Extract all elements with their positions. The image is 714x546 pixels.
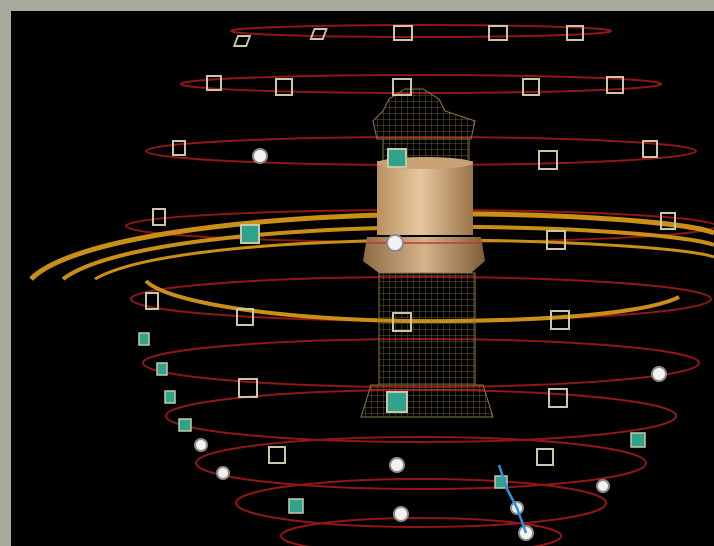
- ring-1: [230, 24, 612, 38]
- ring-9: [235, 478, 607, 528]
- active-camera-marker[interactable]: [630, 432, 646, 448]
- selection-path[interactable]: [497, 464, 528, 534]
- tower-foot-wire: [360, 384, 494, 418]
- light-bulb-icon[interactable]: [216, 466, 230, 480]
- camera-marker[interactable]: [275, 78, 293, 96]
- ring-8: [195, 436, 647, 490]
- light-points[interactable]: [194, 148, 667, 541]
- camera-marker[interactable]: [393, 25, 413, 41]
- camera-marker[interactable]: [392, 312, 412, 332]
- light-bulb-icon[interactable]: [393, 506, 409, 522]
- light-bulb-icon[interactable]: [389, 457, 405, 473]
- scene-canvas[interactable]: [11, 11, 714, 546]
- active-camera-marker[interactable]: [240, 224, 260, 244]
- camera-marker[interactable]: [660, 212, 676, 230]
- active-camera-marker[interactable]: [288, 498, 304, 514]
- light-bulb-icon[interactable]: [651, 366, 667, 382]
- light-bulb-icon[interactable]: [194, 438, 208, 452]
- camera-marker[interactable]: [566, 25, 584, 41]
- 3d-viewport[interactable]: [11, 11, 714, 546]
- camera-marker[interactable]: [152, 208, 166, 226]
- camera-marker[interactable]: [550, 310, 570, 330]
- light-bulb-icon[interactable]: [596, 479, 610, 493]
- camera-marker[interactable]: [172, 140, 186, 156]
- active-camera-marker[interactable]: [386, 391, 408, 413]
- camera-marker[interactable]: [546, 230, 566, 250]
- camera-marker[interactable]: [238, 378, 258, 398]
- camera-marker[interactable]: [606, 76, 624, 94]
- camera-marker[interactable]: [236, 308, 254, 326]
- tower-drum: [377, 161, 473, 235]
- camera-marker[interactable]: [145, 292, 159, 310]
- light-bulb-icon[interactable]: [386, 234, 404, 252]
- ring-10: [280, 517, 562, 546]
- tower-cupola: [372, 88, 476, 140]
- active-camera-marker[interactable]: [387, 148, 407, 168]
- camera-marker[interactable]: [392, 78, 412, 96]
- camera-marker[interactable]: [206, 75, 222, 91]
- camera-marker[interactable]: [488, 25, 508, 41]
- tower-shaft-wire: [378, 272, 476, 386]
- camera-marker[interactable]: [522, 78, 540, 96]
- camera-markers[interactable]: [145, 25, 676, 466]
- tower-model[interactable]: [360, 88, 494, 418]
- light-bulb-icon[interactable]: [252, 148, 268, 164]
- camera-marker[interactable]: [268, 446, 286, 464]
- camera-marker[interactable]: [548, 388, 568, 408]
- active-camera-markers[interactable]: [138, 148, 646, 514]
- camera-marker[interactable]: [536, 448, 554, 466]
- camera-marker[interactable]: [538, 150, 558, 170]
- camera-marker[interactable]: [309, 28, 328, 40]
- camera-marker[interactable]: [642, 140, 658, 158]
- active-camera-marker[interactable]: [164, 390, 176, 404]
- active-camera-marker[interactable]: [156, 362, 168, 376]
- camera-marker[interactable]: [232, 35, 252, 47]
- active-camera-marker[interactable]: [138, 332, 150, 346]
- active-camera-marker[interactable]: [178, 418, 192, 432]
